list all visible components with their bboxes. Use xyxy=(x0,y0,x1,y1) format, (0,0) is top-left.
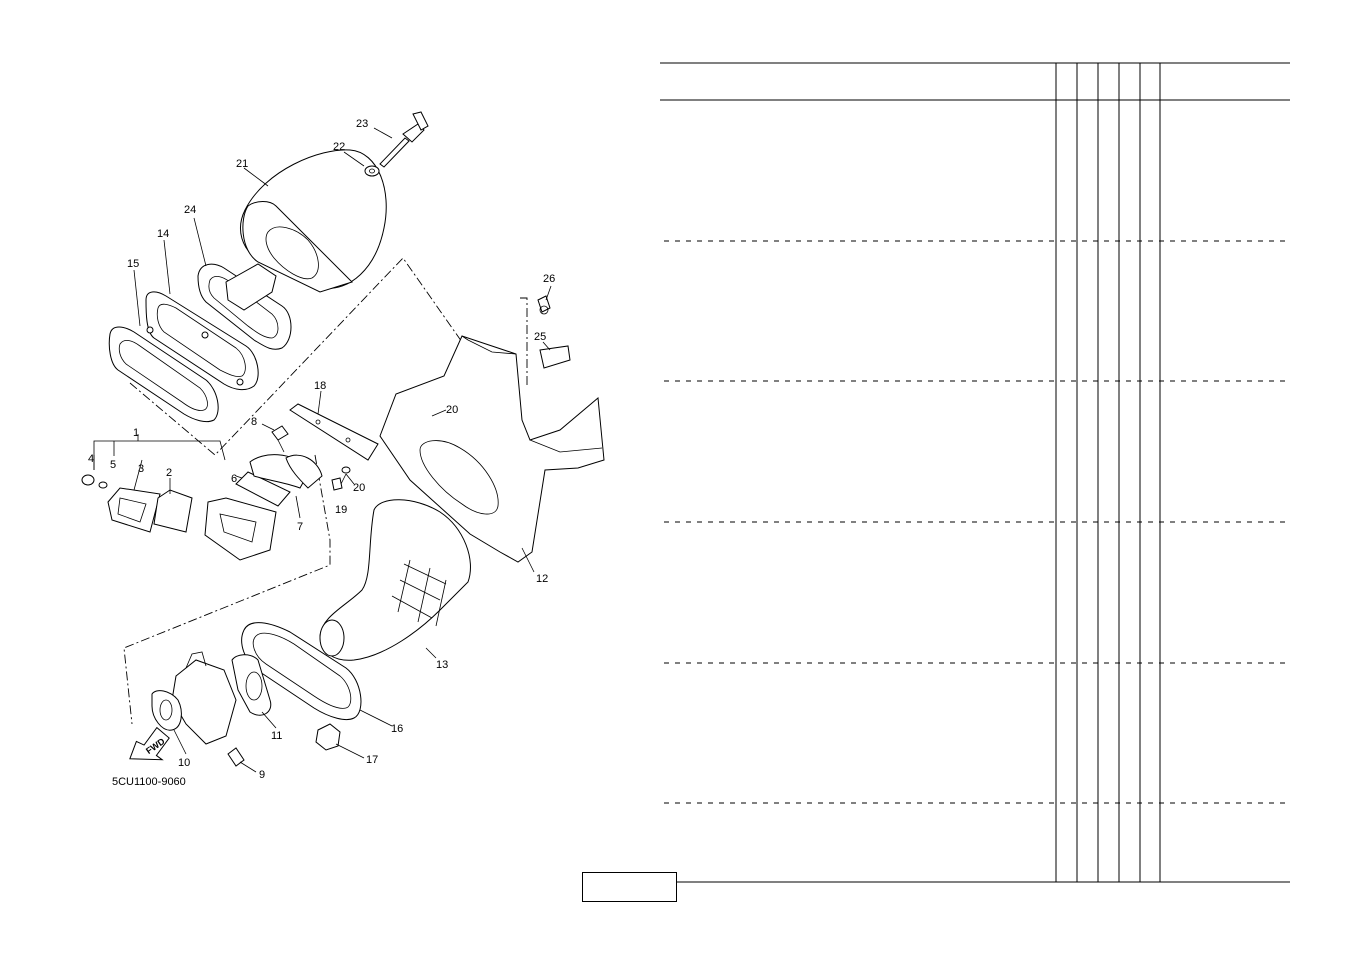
part-air-filter-case xyxy=(379,295,605,563)
part-wing-bolt xyxy=(364,111,429,177)
callout-14: 14 xyxy=(157,228,169,240)
callout-26: 26 xyxy=(543,273,555,285)
part-plate xyxy=(289,403,432,491)
callout-9: 9 xyxy=(259,769,265,781)
part-gasket xyxy=(108,326,219,423)
callout-12: 12 xyxy=(536,573,548,585)
callout-23: 23 xyxy=(356,118,368,130)
fwd-arrow: FWD xyxy=(129,726,170,761)
callout-8: 8 xyxy=(251,416,257,428)
part-filter-case-cap xyxy=(145,291,259,391)
part-reed-valve xyxy=(81,425,323,561)
part-intake-boot xyxy=(319,499,471,661)
callout-7: 7 xyxy=(297,521,303,533)
callout-10: 10 xyxy=(178,757,190,769)
parts-table xyxy=(660,62,1290,883)
callout-20a: 20 xyxy=(353,482,365,494)
part-carburetor xyxy=(151,651,272,767)
callout-labels: 1 2 3 4 5 6 7 8 9 10 11 12 13 14 15 16 1… xyxy=(88,118,555,781)
callout-1: 1 xyxy=(133,427,139,439)
callout-24: 24 xyxy=(184,204,196,216)
callout-13: 13 xyxy=(436,659,448,671)
callout-21: 21 xyxy=(236,158,248,170)
callout-6: 6 xyxy=(231,473,237,485)
callout-20b: 20 xyxy=(446,404,458,416)
part-air-filter xyxy=(240,149,387,293)
callout-4: 4 xyxy=(88,453,94,465)
callout-16: 16 xyxy=(391,723,403,735)
reed-valve-bracket xyxy=(93,434,226,470)
callout-18: 18 xyxy=(314,380,326,392)
assembly-lines xyxy=(123,257,528,725)
diagram-code: 5CU1100-9060 xyxy=(112,776,186,788)
callout-17: 17 xyxy=(366,754,378,766)
leader-lines xyxy=(133,127,552,773)
part-filter-guide xyxy=(197,263,292,350)
callout-25: 25 xyxy=(534,331,546,343)
callout-3: 3 xyxy=(138,463,144,475)
callout-19: 19 xyxy=(335,504,347,516)
callout-2: 2 xyxy=(166,467,172,479)
callout-5: 5 xyxy=(110,459,116,471)
callout-11: 11 xyxy=(271,730,282,742)
page-number-box xyxy=(582,872,677,902)
callout-22: 22 xyxy=(333,141,345,153)
callout-15: 15 xyxy=(127,258,139,270)
